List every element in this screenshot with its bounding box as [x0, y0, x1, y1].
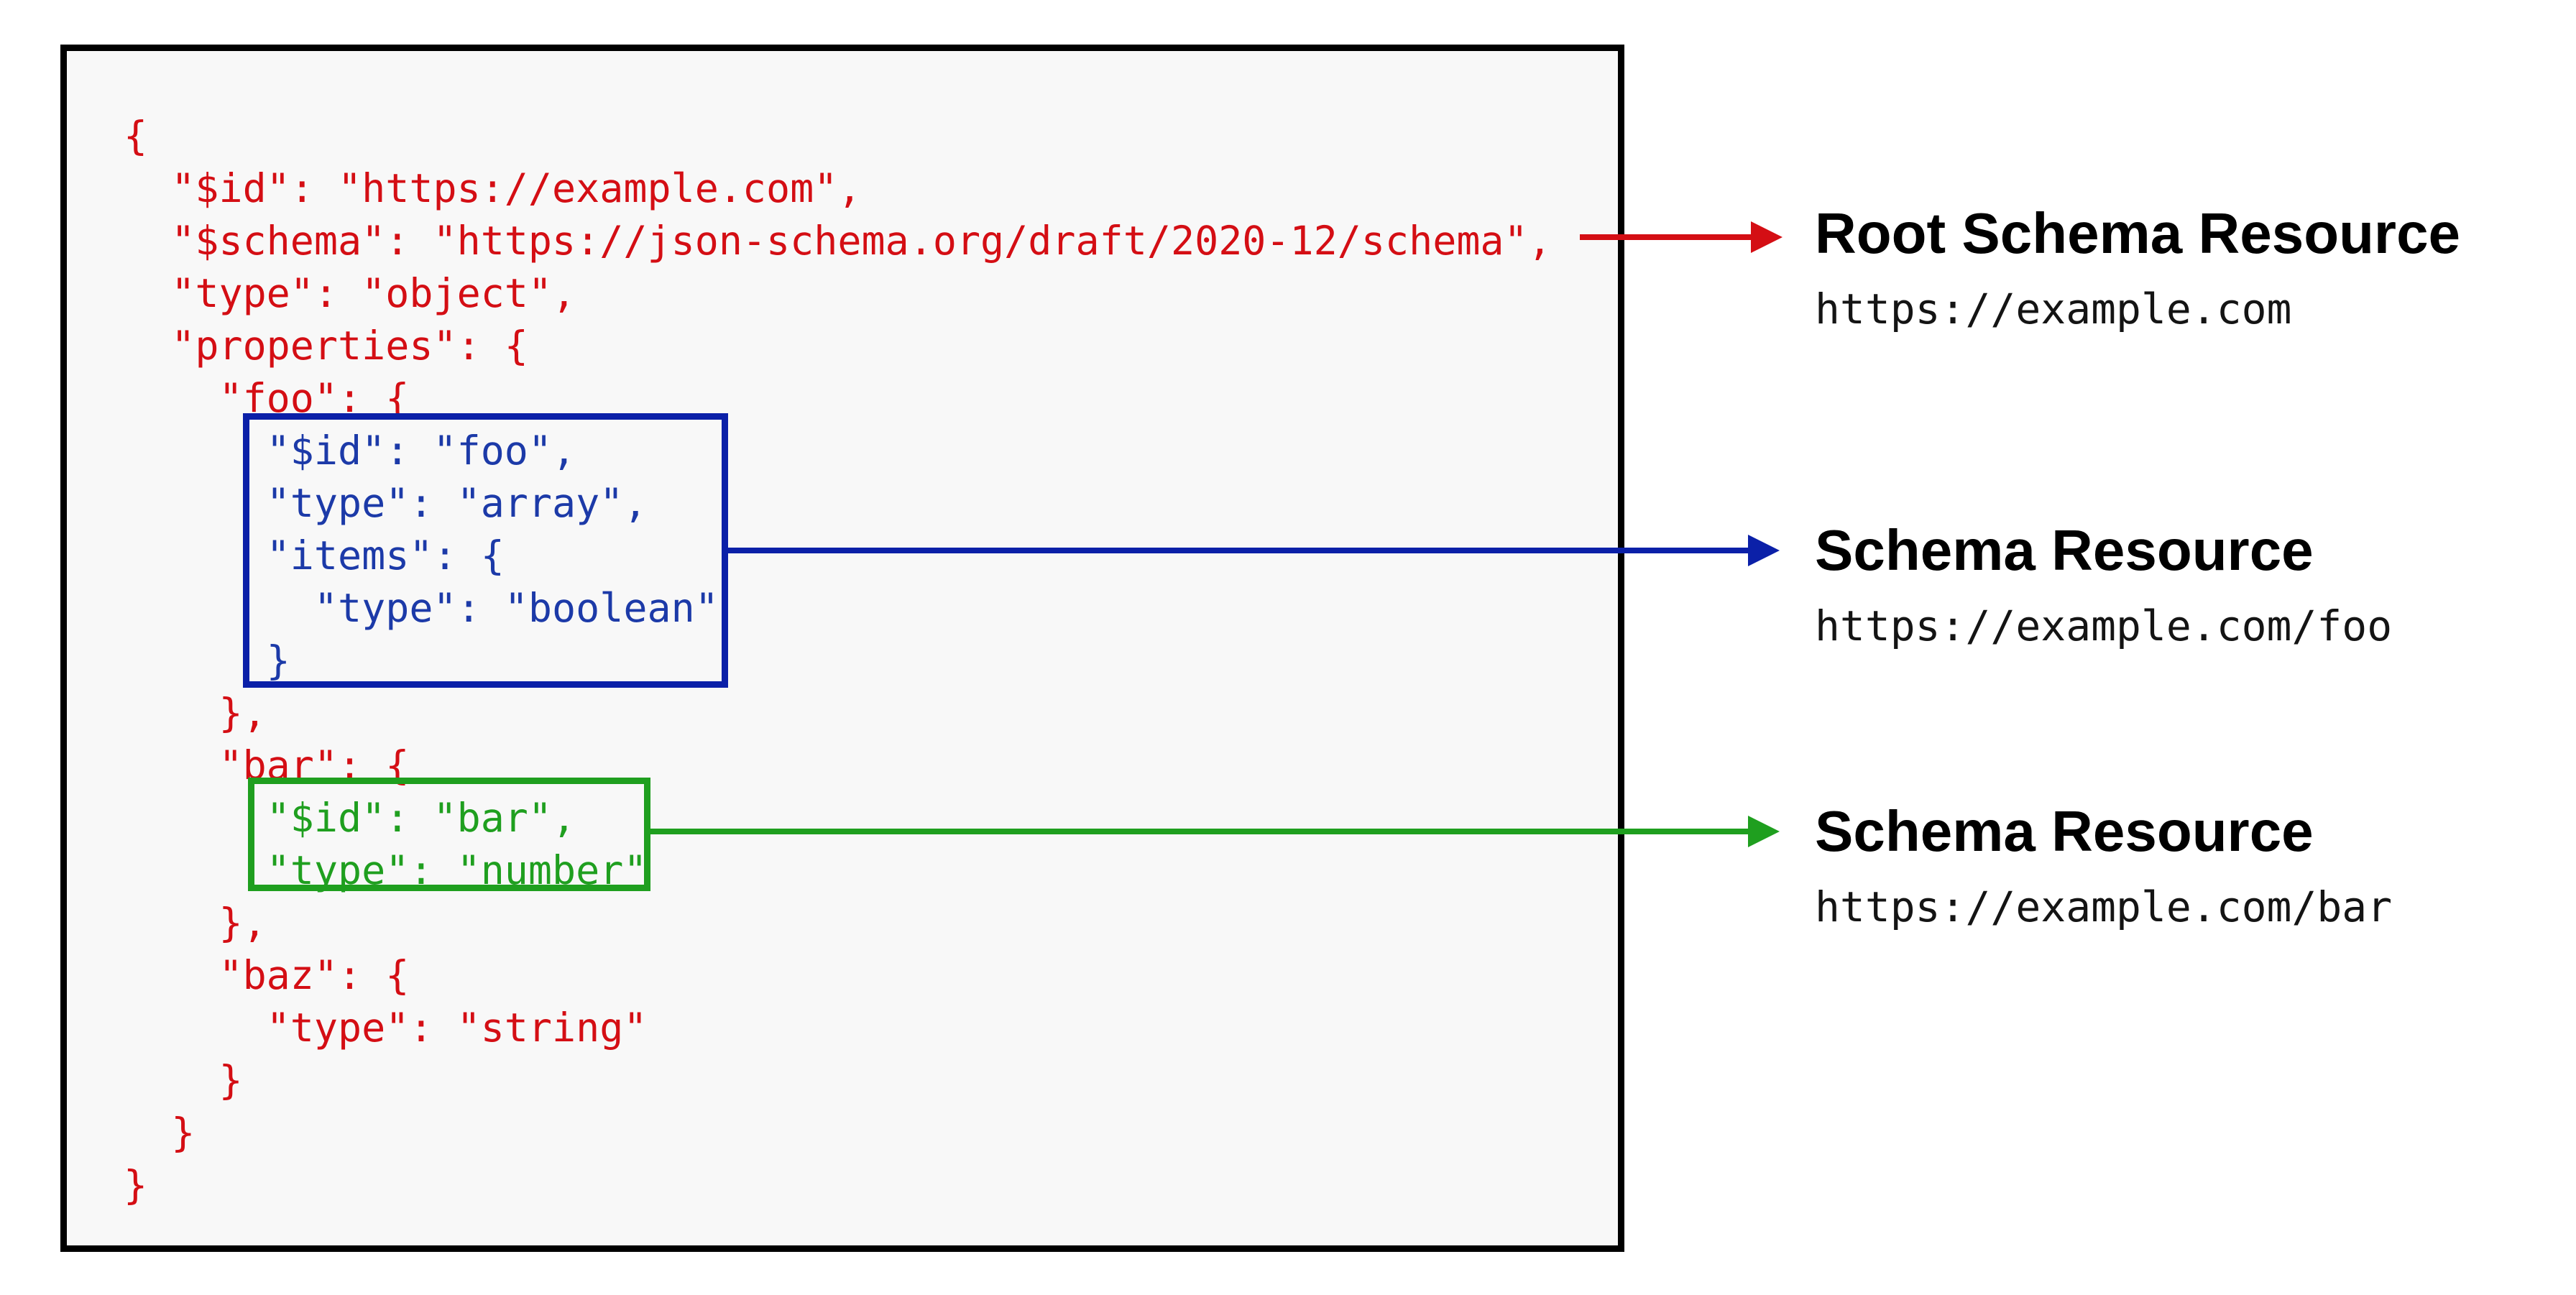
code-line: "type": "array", — [124, 480, 648, 526]
code-line: } — [124, 1162, 148, 1208]
annotation-uri: https://example.com/foo — [1815, 602, 2393, 650]
foo-schema-resource-box — [243, 413, 728, 688]
annotation-bar-schema-resource: Schema Resource https://example.com/bar — [1815, 803, 2392, 928]
code-line: } — [124, 1057, 243, 1103]
code-line: } — [124, 1110, 196, 1156]
code-line: } — [124, 637, 290, 683]
bar-schema-arrow-line — [650, 829, 1749, 834]
annotation-title: Schema Resource — [1815, 518, 2314, 582]
bar-schema-resource-box — [248, 778, 650, 891]
arrow-head-icon — [1748, 816, 1780, 847]
annotation-title: Root Schema Resource — [1815, 201, 2461, 265]
arrow-head-icon — [1751, 221, 1782, 253]
code-line: "type": "boolean" — [124, 585, 719, 631]
code-line: "baz": { — [124, 952, 410, 998]
code-line: { — [124, 113, 148, 159]
code-line: "$id": "https://example.com", — [124, 165, 862, 211]
schema-code-panel: { "$id": "https://example.com", "$schema… — [60, 45, 1624, 1252]
annotation-foo-schema-resource: Schema Resource https://example.com/foo — [1815, 518, 2393, 650]
root-schema-arrow-line — [1580, 234, 1752, 240]
annotation-uri: https://example.com/bar — [1815, 882, 2393, 931]
foo-schema-arrow-line — [728, 548, 1749, 553]
code-line: "properties": { — [124, 323, 528, 369]
code-line: }, — [124, 690, 267, 736]
json-schema-code: { "$id": "https://example.com", "$schema… — [124, 110, 1552, 1212]
code-line: "$id": "foo", — [124, 428, 576, 474]
code-line: }, — [124, 900, 267, 946]
arrow-head-icon — [1748, 535, 1780, 566]
code-line: "type": "object", — [124, 270, 576, 316]
code-line: "$id": "bar", — [124, 795, 576, 841]
annotation-root-schema-resource: Root Schema Resource https://example.com — [1815, 201, 2461, 333]
code-line: "type": "string" — [124, 1005, 648, 1051]
code-line: "$schema": "https://json-schema.org/draf… — [124, 218, 1552, 264]
annotation-uri: https://example.com — [1815, 285, 2292, 333]
code-line: "items": { — [124, 533, 505, 579]
annotation-title: Schema Resource — [1815, 799, 2314, 863]
